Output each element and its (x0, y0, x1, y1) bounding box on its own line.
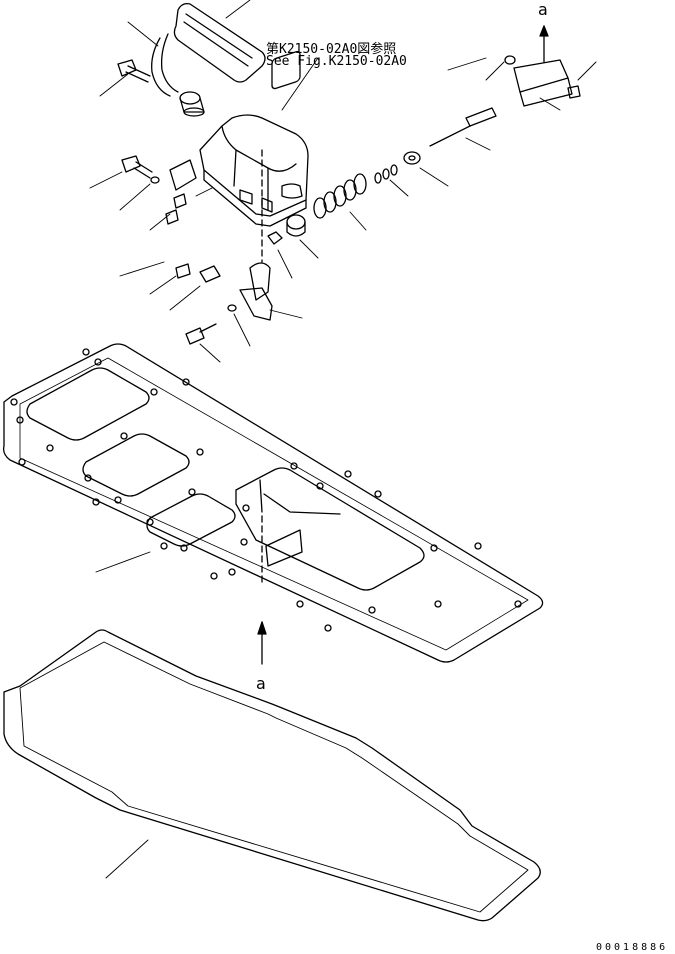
spring (313, 164, 398, 219)
right-linkage (403, 55, 581, 165)
reference-text-english: See Fig.K2150-02A0 (266, 54, 407, 69)
breather-plug (117, 59, 151, 83)
leader-lines (89, 0, 597, 879)
gasket-plate (2, 343, 544, 663)
top-cover-part (151, 2, 266, 97)
solenoid-body (199, 50, 309, 227)
fitting (179, 91, 205, 117)
left-bolt-and-bracket (121, 155, 197, 225)
document-number: 00018886 (596, 942, 669, 953)
view-label-bottom: a (256, 674, 266, 693)
lever-assembly (175, 231, 283, 345)
spacer (286, 214, 306, 237)
oil-pan-cover (3, 629, 541, 922)
view-arrow-bottom (257, 621, 267, 665)
view-arrow-top (539, 25, 549, 63)
view-label-top: a (538, 0, 548, 19)
reference-text-japanese: 第K2150-02A0図参照 (266, 42, 397, 57)
